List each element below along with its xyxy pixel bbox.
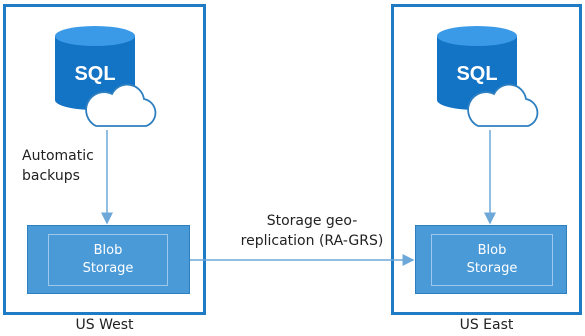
blob-storage-label: Blob Storage [431, 234, 553, 286]
geo-replication-label: Storage geo- replication (RA-GRS) [240, 213, 384, 249]
blob-storage-label: Blob Storage [48, 234, 168, 286]
sql-label: SQL [74, 63, 115, 85]
sql-label: SQL [456, 63, 497, 85]
blob-storage-west: Blob Storage [27, 225, 190, 294]
cloud-icon [467, 83, 539, 127]
region-label-us-east: US East [459, 317, 514, 333]
blob-storage-east: Blob Storage [415, 225, 567, 294]
cloud-icon [85, 83, 157, 127]
automatic-backups-label: Automatic backups [22, 148, 94, 184]
sql-database-icon: SQL [437, 26, 539, 127]
sql-database-icon: SQL [55, 26, 157, 127]
region-label-us-west: US West [75, 317, 134, 333]
